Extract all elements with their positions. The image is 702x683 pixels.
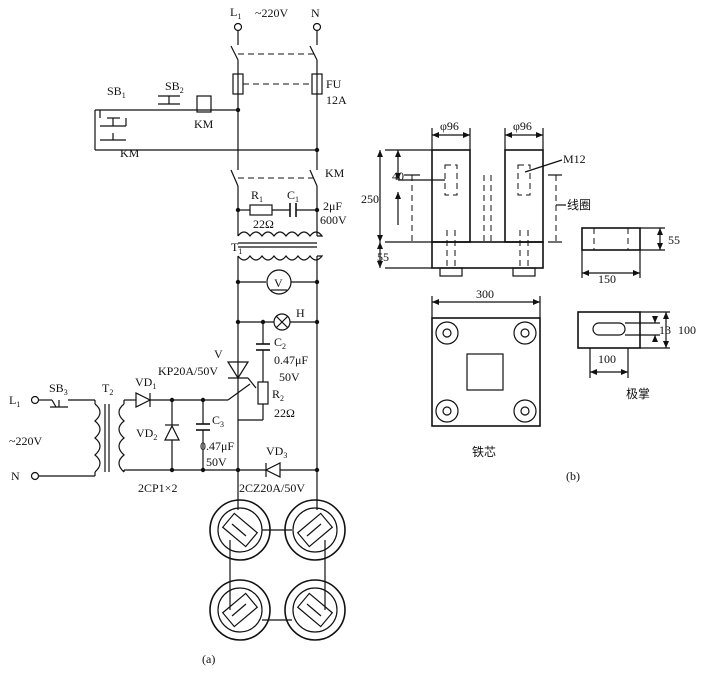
c1-voltage: 600V bbox=[320, 213, 347, 227]
c2-label: C2 bbox=[274, 335, 286, 351]
r1-label: R1 bbox=[251, 188, 263, 204]
c1-label: C1 bbox=[287, 188, 299, 204]
circuit-diagram: L1 ~220V N FU 12A bbox=[9, 5, 347, 666]
l1-left-label: L1 bbox=[9, 393, 20, 409]
r2-label: R2 bbox=[272, 387, 284, 403]
lamp-h: H bbox=[235, 306, 320, 331]
t2-label: T2 bbox=[102, 381, 113, 397]
snubber-c2-r2: C2 0.47μF 50V R2 22Ω bbox=[238, 319, 308, 421]
magnet-coils bbox=[209, 499, 346, 641]
pole-dim-100-bottom-label: 100 bbox=[598, 352, 616, 366]
core-top-view: 300 铁芯 bbox=[431, 287, 541, 459]
core-label: 铁芯 bbox=[472, 445, 496, 459]
km-main-label: KM bbox=[325, 166, 345, 180]
thread-label: M12 bbox=[563, 152, 586, 166]
dim-300-label: 300 bbox=[476, 287, 494, 301]
coil-top-right bbox=[284, 499, 346, 561]
pole-dim-150-label: 150 bbox=[598, 272, 616, 286]
thyristor-model: KP20A/50V bbox=[158, 364, 218, 378]
caption-b: (b) bbox=[566, 469, 580, 483]
thyristor-name: V bbox=[214, 347, 223, 361]
c3-value: 0.47μF bbox=[200, 439, 234, 453]
voltage-top-label: ~220V bbox=[255, 6, 288, 20]
km-aux-label: KM bbox=[120, 146, 140, 160]
main-switch bbox=[230, 31, 318, 74]
coil-label: 线圈 bbox=[567, 198, 591, 212]
diode-pair-label: 2CP1×2 bbox=[138, 481, 177, 495]
n-top-label: N bbox=[311, 6, 320, 20]
core-front-view: φ96 φ96 bbox=[361, 119, 591, 277]
diode-vd3: VD3 2CZ20A/50V bbox=[238, 444, 320, 495]
pole-top-view: 13 100 100 极掌 bbox=[577, 311, 696, 401]
c2-voltage: 50V bbox=[279, 370, 300, 384]
lamp-label: H bbox=[296, 306, 305, 320]
r1-value: 22Ω bbox=[253, 217, 274, 231]
terminal-n-left bbox=[30, 471, 40, 481]
terminal-l1-left bbox=[30, 395, 40, 405]
voltmeter: V bbox=[235, 269, 320, 295]
pole-dim-13-label: 13 bbox=[659, 323, 671, 337]
sb1-label: SB1 bbox=[107, 84, 126, 100]
caption-a: (a) bbox=[202, 652, 215, 666]
transformer-t1: T1 bbox=[231, 231, 324, 261]
mechanical-drawing: φ96 φ96 bbox=[361, 119, 696, 483]
fuses: FU 12A bbox=[232, 73, 347, 107]
t1-label: T1 bbox=[231, 240, 242, 256]
pole-side-view: 55 150 bbox=[581, 227, 680, 286]
vd3-model: 2CZ20A/50V bbox=[239, 481, 305, 495]
c3-voltage: 50V bbox=[206, 455, 227, 469]
coil-top-left bbox=[209, 499, 271, 561]
left-supply: L1 ~220V N SB3 T2 bbox=[9, 381, 128, 483]
c1-value: 2μF bbox=[323, 199, 342, 213]
c3-label: C3 bbox=[212, 413, 224, 429]
sb2-label: SB2 bbox=[165, 79, 184, 95]
fuse-rating: 12A bbox=[326, 93, 347, 107]
coil-bottom-left bbox=[209, 579, 271, 641]
c2-value: 0.47μF bbox=[274, 353, 308, 367]
trigger-circuit: VD1 VD2 C3 0.47μF 50V 2CP1×2 bbox=[128, 375, 251, 495]
voltage-left-label: ~220V bbox=[9, 434, 42, 448]
dim-40-label: 40 bbox=[392, 169, 404, 183]
terminal-l1-top bbox=[233, 22, 243, 32]
dia-right-label: φ96 bbox=[513, 119, 532, 133]
thyristor-v: V KP20A/50V bbox=[158, 347, 257, 389]
n-left-label: N bbox=[11, 469, 20, 483]
pole-dim-100-right-label: 100 bbox=[678, 323, 696, 337]
dia-left-label: φ96 bbox=[440, 119, 459, 133]
coil-bottom-right bbox=[284, 579, 346, 641]
terminal-n-top bbox=[312, 22, 322, 32]
km-coil-label: KM bbox=[194, 117, 214, 131]
vd3-label: VD3 bbox=[266, 444, 287, 460]
pole-label: 极掌 bbox=[626, 387, 650, 401]
fuse-name: FU bbox=[326, 77, 342, 91]
sb3-label: SB3 bbox=[49, 381, 68, 397]
pole-dim-55-label: 55 bbox=[668, 233, 680, 247]
control-circuit: SB1 SB2 KM KM bbox=[94, 79, 317, 160]
voltmeter-label: V bbox=[274, 276, 283, 290]
r2-value: 22Ω bbox=[274, 406, 295, 420]
vd1-label: VD1 bbox=[135, 375, 156, 391]
dim-250-label: 250 bbox=[361, 192, 379, 206]
supply-top: L1 ~220V N bbox=[230, 5, 322, 32]
vd2-label: VD2 bbox=[136, 426, 157, 442]
l1-top-label: L1 bbox=[230, 5, 241, 21]
snubber-r1-c1: R1 22Ω C1 2μF 600V bbox=[235, 188, 347, 231]
dim-55-left-label: 55 bbox=[377, 250, 389, 264]
